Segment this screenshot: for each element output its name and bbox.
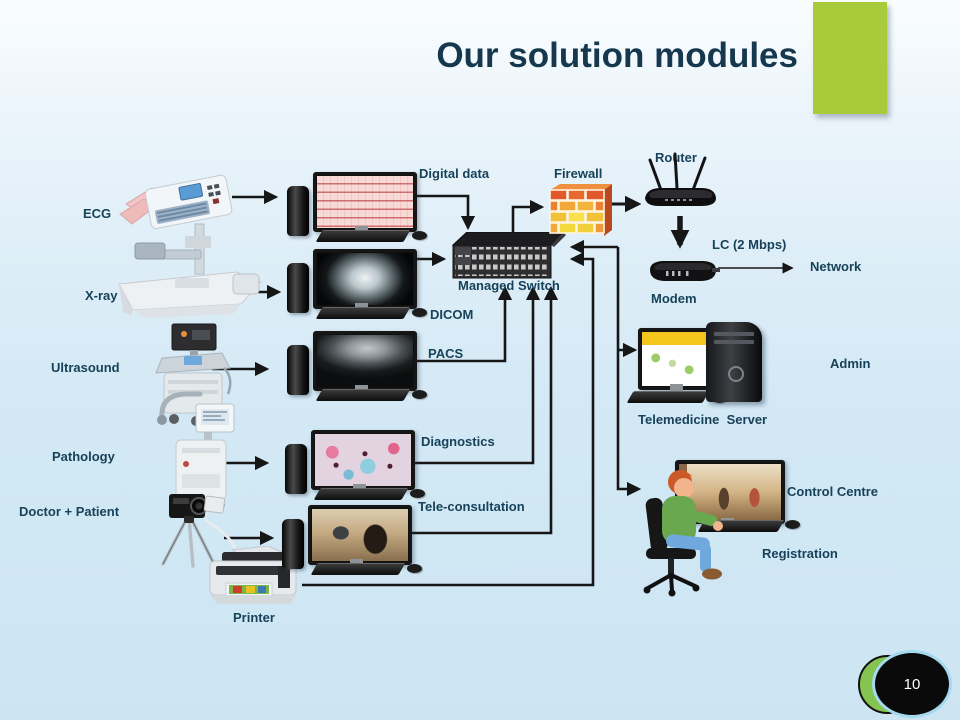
ultrasound-workstation	[283, 331, 428, 403]
label-managed-switch: Managed Switch	[458, 278, 560, 293]
firewall-icon	[549, 184, 612, 236]
ecg-workstation	[283, 172, 428, 244]
ecg-machine-icon	[119, 174, 233, 229]
label-doctor-patient: Doctor + Patient	[19, 504, 120, 519]
computer-tower-icon	[287, 263, 309, 313]
ecg-trace-screen	[317, 176, 413, 228]
label-firewall: Firewall	[554, 166, 603, 181]
server-app-screen	[642, 332, 718, 386]
ultrasound-image-screen	[317, 335, 413, 387]
camera-tripod-icon	[161, 494, 237, 568]
video-call-screen	[312, 509, 408, 561]
keyboard-icon	[310, 563, 406, 575]
monitor-icon	[311, 430, 415, 490]
tele-consultation-workstation	[278, 505, 423, 577]
label-network: Network	[810, 259, 862, 274]
mouse-icon	[410, 489, 425, 498]
computer-tower-icon	[287, 186, 309, 236]
label-pathology: Pathology	[52, 449, 115, 464]
control-centre-workstation	[645, 460, 805, 532]
mouse-icon	[412, 390, 427, 399]
mouse-icon	[412, 231, 427, 240]
xray-image-screen	[317, 253, 413, 305]
page-number: 10	[903, 675, 921, 693]
modem-icon	[650, 261, 720, 281]
keyboard-icon	[315, 389, 411, 401]
label-lc: LC (2 Mbps)	[712, 237, 787, 252]
microscopy-image-screen	[315, 434, 411, 486]
router-icon	[645, 152, 716, 206]
monitor-icon	[313, 249, 417, 309]
label-printer: Printer	[233, 610, 275, 625]
label-diagnostics: Diagnostics	[421, 434, 495, 449]
monitor-icon	[313, 331, 417, 391]
monitor-icon	[308, 505, 412, 565]
accent-rectangle	[813, 2, 887, 114]
xray-workstation	[283, 249, 428, 321]
label-control-centre: Control Centre	[787, 484, 878, 499]
pathology-analyzer-icon	[157, 391, 235, 512]
label-pacs: PACS	[428, 346, 464, 361]
keyboard-icon	[315, 230, 411, 242]
slide-title: Our solution modules	[436, 36, 798, 75]
label-xray: X-ray	[85, 288, 118, 303]
label-modem: Modem	[651, 291, 697, 306]
server-tower-icon	[706, 322, 762, 402]
mouse-icon	[412, 308, 427, 317]
keyboard-icon	[626, 391, 710, 403]
operator-person-icon	[643, 470, 723, 597]
label-admin: Admin	[830, 356, 871, 371]
mouse-icon	[407, 564, 422, 573]
label-tele-consultation: Tele-consultation	[418, 499, 525, 514]
monitor-icon	[313, 172, 417, 232]
computer-tower-icon	[282, 519, 304, 569]
label-ultrasound: Ultrasound	[51, 360, 120, 375]
mouse-icon	[785, 520, 800, 529]
managed-switch-icon	[451, 232, 566, 279]
printer-icon	[209, 546, 297, 604]
label-digital-data: Digital data	[419, 166, 490, 181]
page-number-badge: 10	[872, 650, 952, 718]
keyboard-icon	[313, 488, 409, 500]
label-ecg: ECG	[83, 206, 112, 221]
label-telemedicine-server: Telemedicine Server	[638, 412, 768, 427]
dell-logo-icon	[728, 366, 744, 382]
label-registration: Registration	[762, 546, 838, 561]
pathology-workstation	[281, 430, 426, 502]
computer-tower-icon	[287, 345, 309, 395]
xray-machine-icon	[118, 223, 262, 318]
keyboard-icon	[315, 307, 411, 319]
label-dicom: DICOM	[430, 307, 474, 322]
computer-tower-icon	[285, 444, 307, 494]
